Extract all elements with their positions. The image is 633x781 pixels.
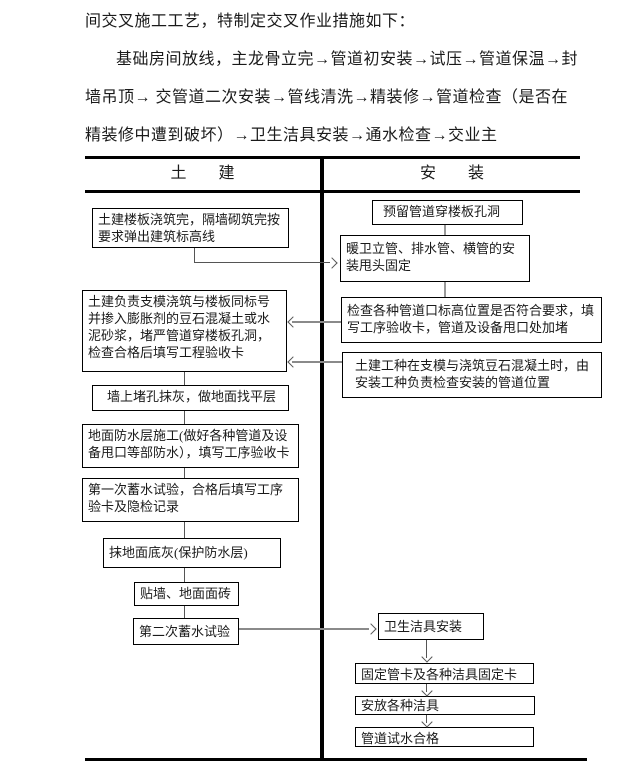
connector-l8-to-r5 (239, 628, 369, 630)
arrowhead-down-icon (421, 651, 433, 663)
arrowhead-down-icon (421, 716, 433, 728)
connector-r4-to-l2 (292, 361, 342, 363)
connector-l2-to-l3 (184, 372, 185, 385)
column-header-civil: 土 建 (170, 165, 235, 182)
intro-line-2: 基础房间放线，主龙骨立完→管道初安装→试压→管道保温→封 (116, 51, 579, 68)
intro-line-1: 间交叉施工工艺，特制定交叉作业措施如下： (85, 13, 416, 30)
connector-r5-to-r6 (426, 640, 427, 658)
arrowhead-left-icon (287, 316, 299, 328)
column-header-installation: 安 装 (419, 165, 484, 182)
left-box-second-water-storage-test: 第二次蓄水试验 (133, 618, 239, 645)
right-box-check-pipe-elevation: 检查各种管道口标高位置是否符合要求，填写工序验收卡，管道及设备甩口处加堵 (341, 297, 602, 343)
connector-r6-to-r7 (426, 684, 427, 692)
right-box-place-fixtures: 安放各种洁具 (355, 696, 535, 715)
table-header-separator (85, 190, 580, 193)
connector-l7-to-l8 (184, 606, 185, 618)
left-box-formwork-concrete-plug-holes: 土建负责支模浇筑与楼板同标号并掺入膨胀剂的豆石混凝土或水泥砂浆，堵严管道穿楼板孔… (82, 290, 287, 372)
connector-l6-to-l7 (184, 568, 185, 582)
right-box-fix-pipe-clamps: 固定管卡及各种洁具固定卡 (355, 663, 534, 684)
connector-l4-to-l5 (184, 468, 185, 478)
right-box-pipe-water-test-pass: 管道试水合格 (355, 727, 534, 747)
left-box-floor-base-plaster: 抹地面底灰(保护防水层) (103, 538, 281, 568)
left-box-wall-plaster-leveling: 墙上堵孔抹灰，做地面找平层 (92, 385, 289, 411)
arrowhead-down-icon (421, 685, 433, 697)
arrowhead-right-icon (326, 257, 338, 269)
left-box-slab-pour-elevation-line: 土建楼板浇筑完，隔墙砌筑完按要求弹出建筑标高线 (92, 208, 289, 248)
connector-l5-to-l6 (184, 522, 185, 538)
right-box-reserve-slab-holes: 预留管道穿楼板孔洞 (372, 200, 523, 225)
connector-l1-to-r2 (194, 262, 330, 263)
right-box-check-pipe-position-during-pour: 土建工种在支模与浇筑豆石混凝土时，由安装工种负责检查安装的管道位置 (342, 352, 602, 398)
connector-l1-elbow-vertical (194, 248, 195, 263)
connector-r1-to-r2 (444, 225, 446, 235)
left-box-wall-floor-tiles: 贴墙、地面面砖 (134, 582, 239, 606)
intro-line-4: 精装修中遭到破坏）→卫生洁具安装→通水检查→交业主 (85, 127, 498, 144)
arrowhead-right-icon (365, 623, 377, 635)
intro-line-3: 墙吊顶→ 交管道二次安装→管线清洗→精装修→管道检查（是否在 (85, 89, 569, 106)
left-box-waterproof-layer: 地面防水层施工(做好各种管道及设备甩口等部防水），填写工序验收卡 (82, 424, 299, 468)
right-box-sanitary-ware-install: 卫生洁具安装 (378, 613, 484, 640)
connector-l3-to-l4 (184, 411, 185, 424)
table-bottom-border (85, 758, 587, 761)
connector-r7-to-r8 (426, 715, 427, 723)
right-box-riser-drain-pipe-install: 暖卫立管、排水管、横管的安装甩头固定 (340, 235, 530, 282)
table-column-divider (320, 156, 324, 761)
left-box-first-water-storage-test: 第一次蓄水试验，合格后填写工序验卡及隐检记录 (82, 478, 299, 522)
connector-r3-to-l2 (292, 321, 341, 323)
connector-r2-to-r3 (444, 282, 446, 297)
arrowhead-left-icon (287, 356, 299, 368)
table-top-border (85, 156, 580, 159)
